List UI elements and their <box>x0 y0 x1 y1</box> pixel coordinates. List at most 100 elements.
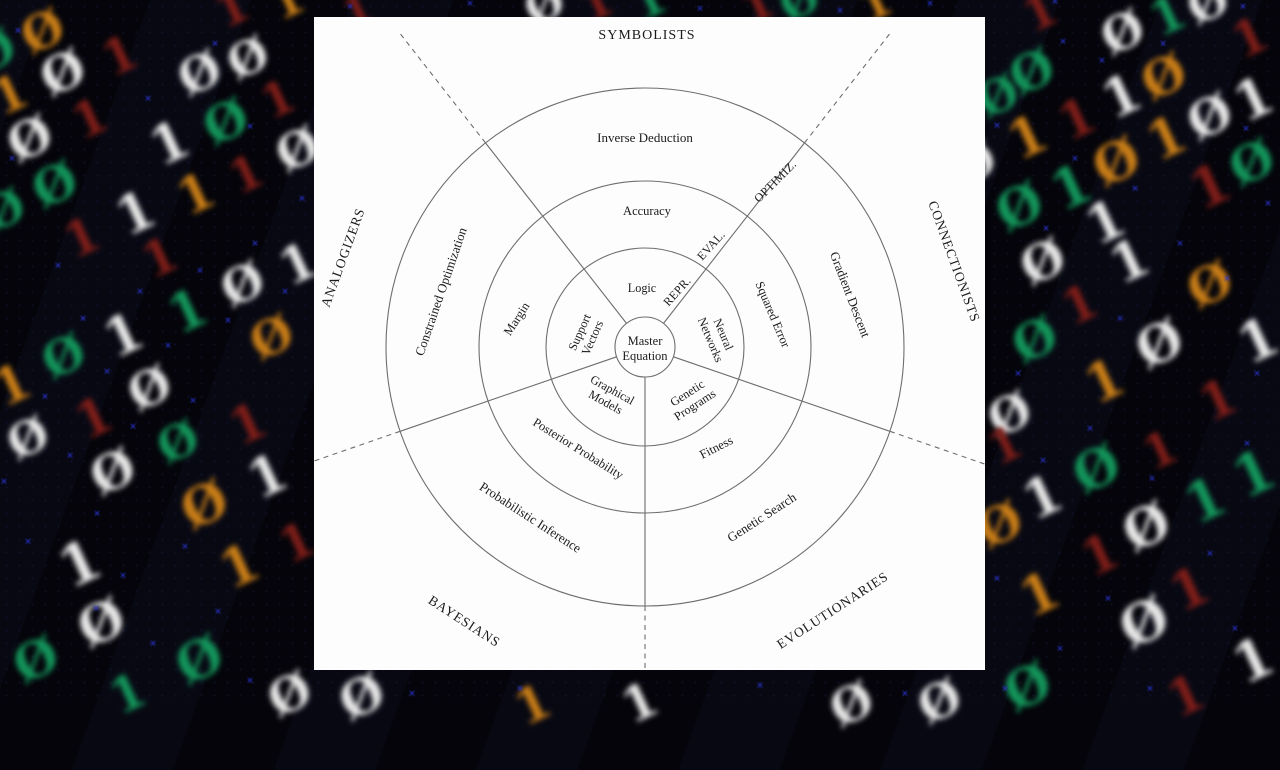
sparkle-icon: ✕ <box>129 422 137 433</box>
dashed-line-top-left <box>399 33 486 144</box>
sparkle-icon: ✕ <box>1056 644 1064 655</box>
sparkle-icon: ✕ <box>144 94 152 105</box>
sparkle-icon: ✕ <box>836 6 844 17</box>
sparkle-icon: ✕ <box>8 154 16 165</box>
binary-digit: 1 <box>1075 346 1135 417</box>
divider-symbolists-connectionists <box>663 142 805 324</box>
binary-digit: 1 <box>263 0 313 32</box>
binary-digit: 1 <box>1227 303 1280 377</box>
divider-analogizers-bayesians <box>399 356 617 432</box>
sparkle-icon: ✕ <box>251 239 259 250</box>
bayesians-optimization-label: Probabilistic Inference <box>477 479 584 556</box>
sparkle-icon: ✕ <box>1243 439 1251 450</box>
sparkle-icon: ✕ <box>1116 314 1124 325</box>
binary-digit: Ø <box>1113 490 1181 565</box>
binary-digit: 1 <box>1223 5 1277 71</box>
binary-digit: Ø <box>1063 432 1131 507</box>
sparkle-icon: ✕ <box>196 266 204 277</box>
bayesians-evaluation-label: Posterior Probability <box>530 415 626 482</box>
binary-digit: Ø <box>241 303 303 373</box>
analogizers-representation-label: Support Vectors <box>565 311 606 357</box>
sparkle-icon: ✕ <box>346 2 354 13</box>
sparkle-icon: ✕ <box>1264 199 1272 210</box>
binary-digit: Ø <box>1109 583 1179 661</box>
sparkle-icon: ✕ <box>1206 549 1214 560</box>
binary-digit: 1 <box>1141 0 1195 49</box>
sparkle-icon: ✕ <box>93 509 101 520</box>
tribe-label-analogizers: ANALOGIZERS <box>318 206 368 309</box>
connectionists-representation-label: Neural Networks <box>695 315 737 364</box>
sparkle-icon: ✕ <box>211 39 219 50</box>
binary-digit: Ø <box>33 322 95 392</box>
sparkle-icon: ✕ <box>92 604 100 615</box>
sparkle-icon: ✕ <box>164 341 172 352</box>
sparkle-icon: ✕ <box>993 574 1001 585</box>
binary-digit: 1 <box>1134 418 1186 482</box>
sparkle-icon: ✕ <box>298 194 306 205</box>
sparkle-icon: ✕ <box>516 684 524 695</box>
binary-digit: Ø <box>1083 125 1151 200</box>
sector-dividers <box>399 142 891 606</box>
binary-digit: Ø <box>1126 307 1194 382</box>
sparkle-icon: ✕ <box>1148 474 1156 485</box>
sparkle-icon: ✕ <box>901 689 909 700</box>
binary-digit: Ø <box>119 354 181 424</box>
sparkle-icon: ✕ <box>756 681 764 692</box>
sparkle-icon: ✕ <box>1242 124 1250 135</box>
binary-digit: 1 <box>1053 272 1107 338</box>
sparkle-icon: ✕ <box>14 26 22 37</box>
sparkle-icon: ✕ <box>246 122 254 133</box>
sparkle-icon: ✕ <box>1039 456 1047 467</box>
sparkle-icon: ✕ <box>1104 594 1112 605</box>
dashed-line-right <box>889 430 985 465</box>
sparkle-icon: ✕ <box>24 537 32 548</box>
dashed-line-left <box>314 430 401 462</box>
master-equation-label: Master Equation <box>622 334 668 363</box>
evolutionaries-representation-label: Genetic Programs <box>667 377 718 424</box>
sparkle-icon: ✕ <box>214 607 222 618</box>
connectionists-evaluation-label: Squared Error <box>752 279 793 350</box>
binary-digit: 1 <box>1222 623 1280 697</box>
binary-digit: 1 <box>1010 559 1070 630</box>
sparkle-icon: ✕ <box>181 542 189 553</box>
binary-digit: 1 <box>55 205 109 271</box>
binary-digit: Ø <box>1002 303 1067 376</box>
binary-digit: Ø <box>329 660 394 733</box>
sparkle-icon: ✕ <box>0 477 8 488</box>
sparkle-icon: ✕ <box>926 0 934 10</box>
divider-evolutionaries-connectionists <box>673 356 891 432</box>
tribe-label-symbolists: SYMBOLISTS <box>598 28 695 43</box>
connectionists-optimization-label: Gradient Descent <box>827 249 874 339</box>
dashed-line-top-right <box>804 33 891 144</box>
sparkle-icon: ✕ <box>1098 56 1106 67</box>
sparkle-icon: ✕ <box>1159 39 1167 50</box>
binary-digit: Ø <box>212 250 274 320</box>
sparkle-icon: ✕ <box>1223 274 1231 285</box>
bayesians-representation-label: Graphical Models <box>586 372 637 417</box>
binary-digit: 1 <box>220 142 272 206</box>
sparkle-icon: ✕ <box>1239 2 1247 13</box>
binary-digit: Ø <box>3 623 68 696</box>
sparkle-icon: ✕ <box>1253 369 1261 380</box>
tribe-label-connectionists: CONNECTIONISTS <box>925 199 983 325</box>
sparkle-icon: ✕ <box>119 571 127 582</box>
sparkle-icon: ✕ <box>1131 184 1139 195</box>
binary-digit: 1 <box>238 441 298 512</box>
binary-digit: Ø <box>909 667 971 737</box>
ring-label-optimization: OPTIMIZ. <box>751 157 799 205</box>
tribe-label-evolutionaries: EVOLUTIONARIES <box>774 569 891 652</box>
sparkle-icon: ✕ <box>79 314 87 325</box>
sparkle-icon: ✕ <box>103 367 111 378</box>
binary-digit: Ø <box>259 660 321 730</box>
symbolists-optimization-label: Inverse Deduction <box>597 130 693 145</box>
sparkle-icon: ✕ <box>149 639 157 650</box>
binary-digit: 1 <box>48 525 112 603</box>
sparkle-icon: ✕ <box>54 261 62 272</box>
binary-digit: 1 <box>93 23 147 89</box>
sparkle-icon: ✕ <box>189 396 197 407</box>
binary-digit: 1 <box>1160 554 1220 625</box>
binary-digit: 1 <box>133 225 187 291</box>
sparkle-icon: ✕ <box>1176 239 1184 250</box>
binary-digit: Ø <box>171 468 239 543</box>
